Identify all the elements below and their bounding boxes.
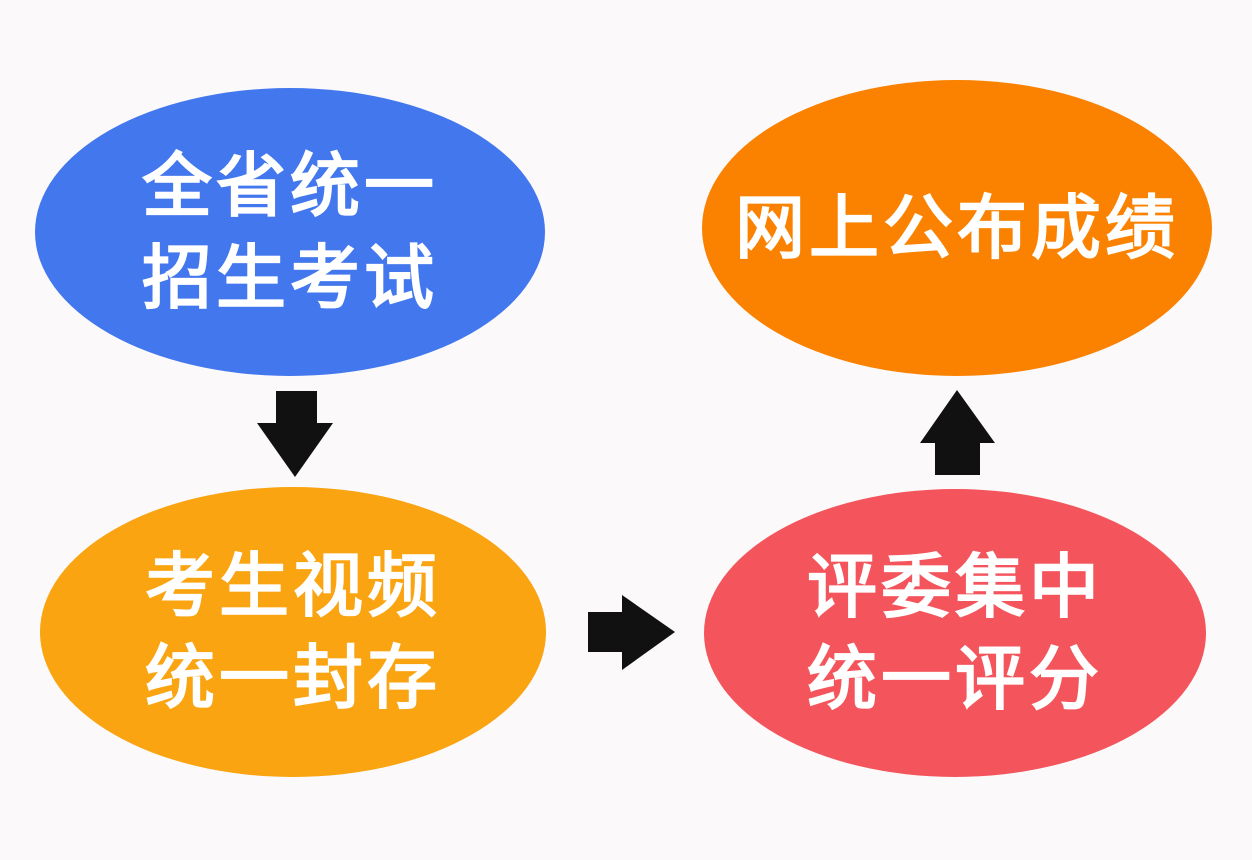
node-video-sealed: 考生视频 统一封存 (40, 487, 546, 777)
node-unified-exam-label-line2: 招生考试 (142, 237, 438, 319)
node-centralized-scoring: 评委集中 统一评分 (704, 489, 1206, 777)
arrow-down-icon (257, 391, 333, 477)
node-publish-results-label: 网上公布成绩 (735, 187, 1179, 269)
node-video-sealed-label-line2: 统一封存 (145, 637, 441, 719)
node-unified-exam-label-line1: 全省统一 (142, 145, 438, 227)
node-centralized-scoring-label-line1: 评委集中 (807, 546, 1103, 628)
node-unified-exam: 全省统一 招生考试 (35, 88, 545, 376)
arrow-right-icon (588, 595, 675, 670)
node-centralized-scoring-label-line2: 统一评分 (807, 638, 1103, 720)
node-publish-results: 网上公布成绩 (702, 80, 1212, 376)
arrow-up-icon (920, 390, 995, 475)
node-video-sealed-label-line1: 考生视频 (145, 545, 441, 627)
